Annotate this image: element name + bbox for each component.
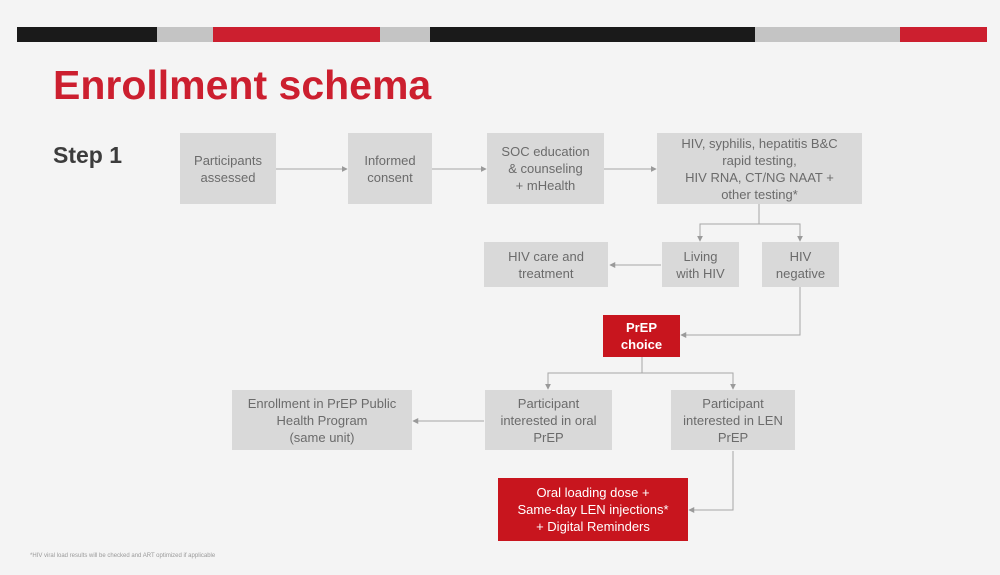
node-participants-assessed: Participants assessed: [180, 133, 276, 204]
node-hiv-negative: HIV negative: [762, 242, 839, 287]
connector-len-to-loading: [688, 451, 734, 513]
connector-choice-split-right: [642, 372, 736, 390]
connector-negative-to-choice: [680, 287, 801, 338]
node-oral-loading-dose: Oral loading dose + Same-day LEN injecti…: [498, 478, 688, 541]
node-soc-education: SOC education & counseling + mHealth: [487, 133, 604, 204]
node-prep-choice: PrEP choice: [603, 315, 680, 357]
node-living-with-hiv: Living with HIV: [662, 242, 739, 287]
footnote: *HIV viral load results will be checked …: [30, 553, 216, 559]
connector-testing-split-right: [759, 223, 803, 242]
node-hiv-care: HIV care and treatment: [484, 242, 608, 287]
node-interested-len-prep: Participant interested in LEN PrEP: [671, 390, 795, 450]
connector-choice-split: [545, 357, 643, 390]
slide-title: Enrollment schema: [53, 62, 432, 108]
connector-testing-split: [697, 204, 760, 242]
decorative-top-bar: [17, 27, 987, 42]
node-testing: HIV, syphilis, hepatitis B&C rapid testi…: [657, 133, 862, 204]
node-enrollment-public-health: Enrollment in PrEP Public Health Program…: [232, 390, 412, 450]
node-interested-oral-prep: Participant interested in oral PrEP: [485, 390, 612, 450]
node-informed-consent: Informed consent: [348, 133, 432, 204]
step-label: Step 1: [53, 142, 123, 168]
